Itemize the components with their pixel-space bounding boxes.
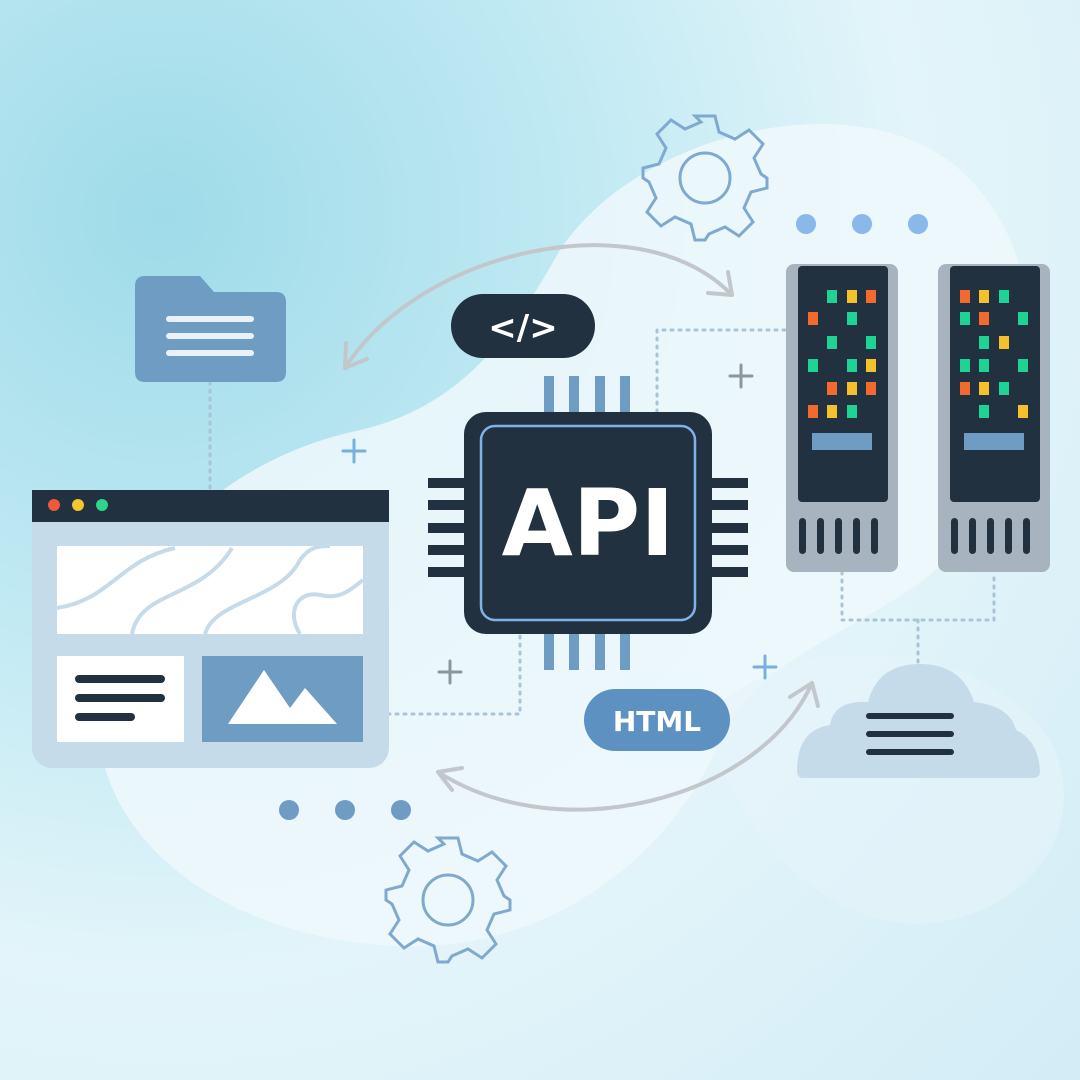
dots-bottom-left [279, 800, 411, 820]
dotted-connectors [208, 328, 996, 716]
cloud-icon [797, 664, 1040, 778]
api-chip: API [428, 376, 748, 670]
api-chip-label: API [502, 470, 675, 577]
code-badge-label: </> [488, 308, 557, 348]
arrow-top-curve [343, 243, 734, 370]
plus-decor [341, 363, 778, 685]
gear-icon-bottom [384, 836, 512, 964]
html-badge-label: HTML [613, 705, 701, 738]
html-badge: HTML [584, 689, 730, 751]
code-badge: </> [451, 294, 595, 358]
dots-top-right [796, 214, 928, 234]
window-close-dot [48, 499, 60, 511]
mountain-icon [228, 670, 337, 724]
server-right [938, 264, 1050, 572]
browser-window [32, 490, 389, 768]
map-panel [57, 546, 363, 634]
window-maximize-dot [96, 499, 108, 511]
server-left [786, 264, 898, 572]
map-lines [56, 544, 365, 636]
folder-icon [135, 276, 286, 382]
server-left-leds [808, 290, 876, 418]
server-right-leds [960, 290, 1028, 418]
arrow-bottom-curve [436, 681, 820, 812]
window-minimize-dot [72, 499, 84, 511]
gear-icon-top [641, 114, 769, 242]
